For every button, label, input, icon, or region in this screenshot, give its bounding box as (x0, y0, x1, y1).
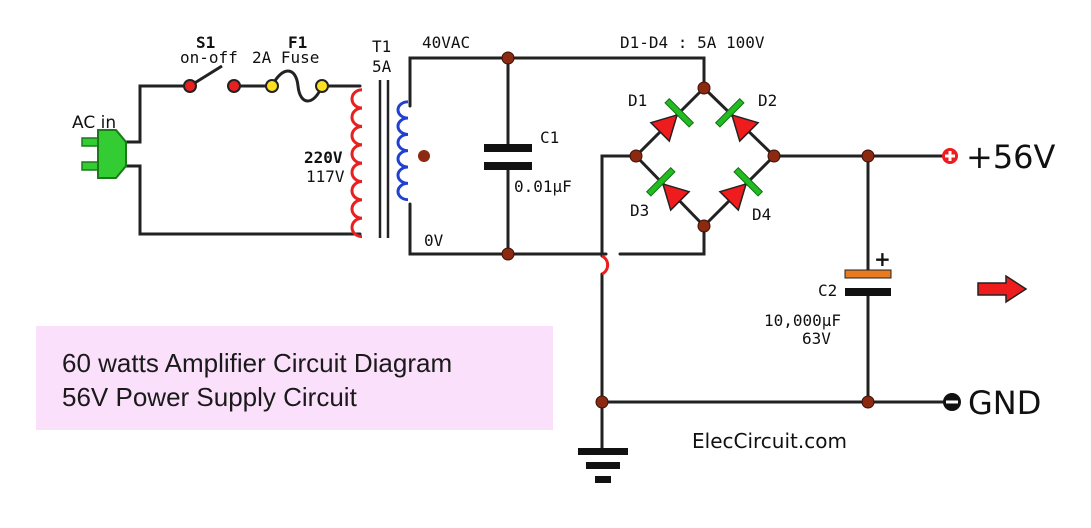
crossover-hop (601, 254, 610, 276)
caption-box: 60 watts Amplifier Circuit Diagram 56V P… (36, 326, 553, 430)
ground-symbol-icon (578, 448, 628, 483)
d1-label: D1 (628, 91, 647, 110)
junction-nodes (501, 51, 875, 409)
output-positive-label: +56V (966, 138, 1056, 176)
ac-plug-icon (81, 129, 127, 179)
t1-rating: 5A (372, 57, 392, 76)
c2-name: C2 (818, 281, 837, 300)
d4-label: D4 (752, 205, 771, 224)
primary-voltage-220: 220V (304, 148, 343, 167)
fuse-f1 (265, 69, 329, 103)
f1-desc: 2A Fuse (252, 48, 319, 67)
diode-d4 (718, 166, 764, 212)
transformer-t1 (350, 80, 430, 239)
ac-in-label: AC in (72, 113, 116, 133)
secondary-bottom-label: 0V (424, 231, 444, 250)
positive-terminal-icon (942, 148, 958, 164)
c1-value: 0.01µF (514, 177, 572, 196)
diode-d3 (645, 166, 691, 212)
c2-value: 10,000µF (764, 311, 841, 330)
secondary-top-label: 40VAC (422, 33, 470, 52)
bridge-spec: D1-D4 : 5A 100V (620, 33, 765, 52)
diode-d1 (649, 97, 695, 143)
capacitor-c1 (484, 144, 532, 170)
primary-voltage-117: 117V (306, 167, 345, 186)
output-gnd-label: GND (968, 384, 1041, 422)
diode-d2 (714, 97, 760, 143)
c1-name: C1 (540, 128, 559, 147)
c2-plus-sign: + (874, 247, 891, 271)
negative-terminal-icon (943, 393, 961, 411)
site-credit: ElecCircuit.com (692, 429, 847, 453)
s1-name: S1 (196, 33, 215, 52)
caption-title: 60 watts Amplifier Circuit Diagram (62, 348, 453, 378)
s1-desc: on-off (180, 48, 238, 67)
capacitor-c2 (844, 269, 892, 296)
d2-label: D2 (758, 91, 777, 110)
arrow-right-icon (977, 274, 1028, 304)
f1-name: F1 (288, 33, 307, 52)
t1-name: T1 (372, 37, 391, 56)
caption-subtitle: 56V Power Supply Circuit (62, 382, 357, 412)
c2-voltage: 63V (802, 329, 831, 348)
d3-label: D3 (630, 201, 649, 220)
switch-s1 (183, 64, 241, 93)
